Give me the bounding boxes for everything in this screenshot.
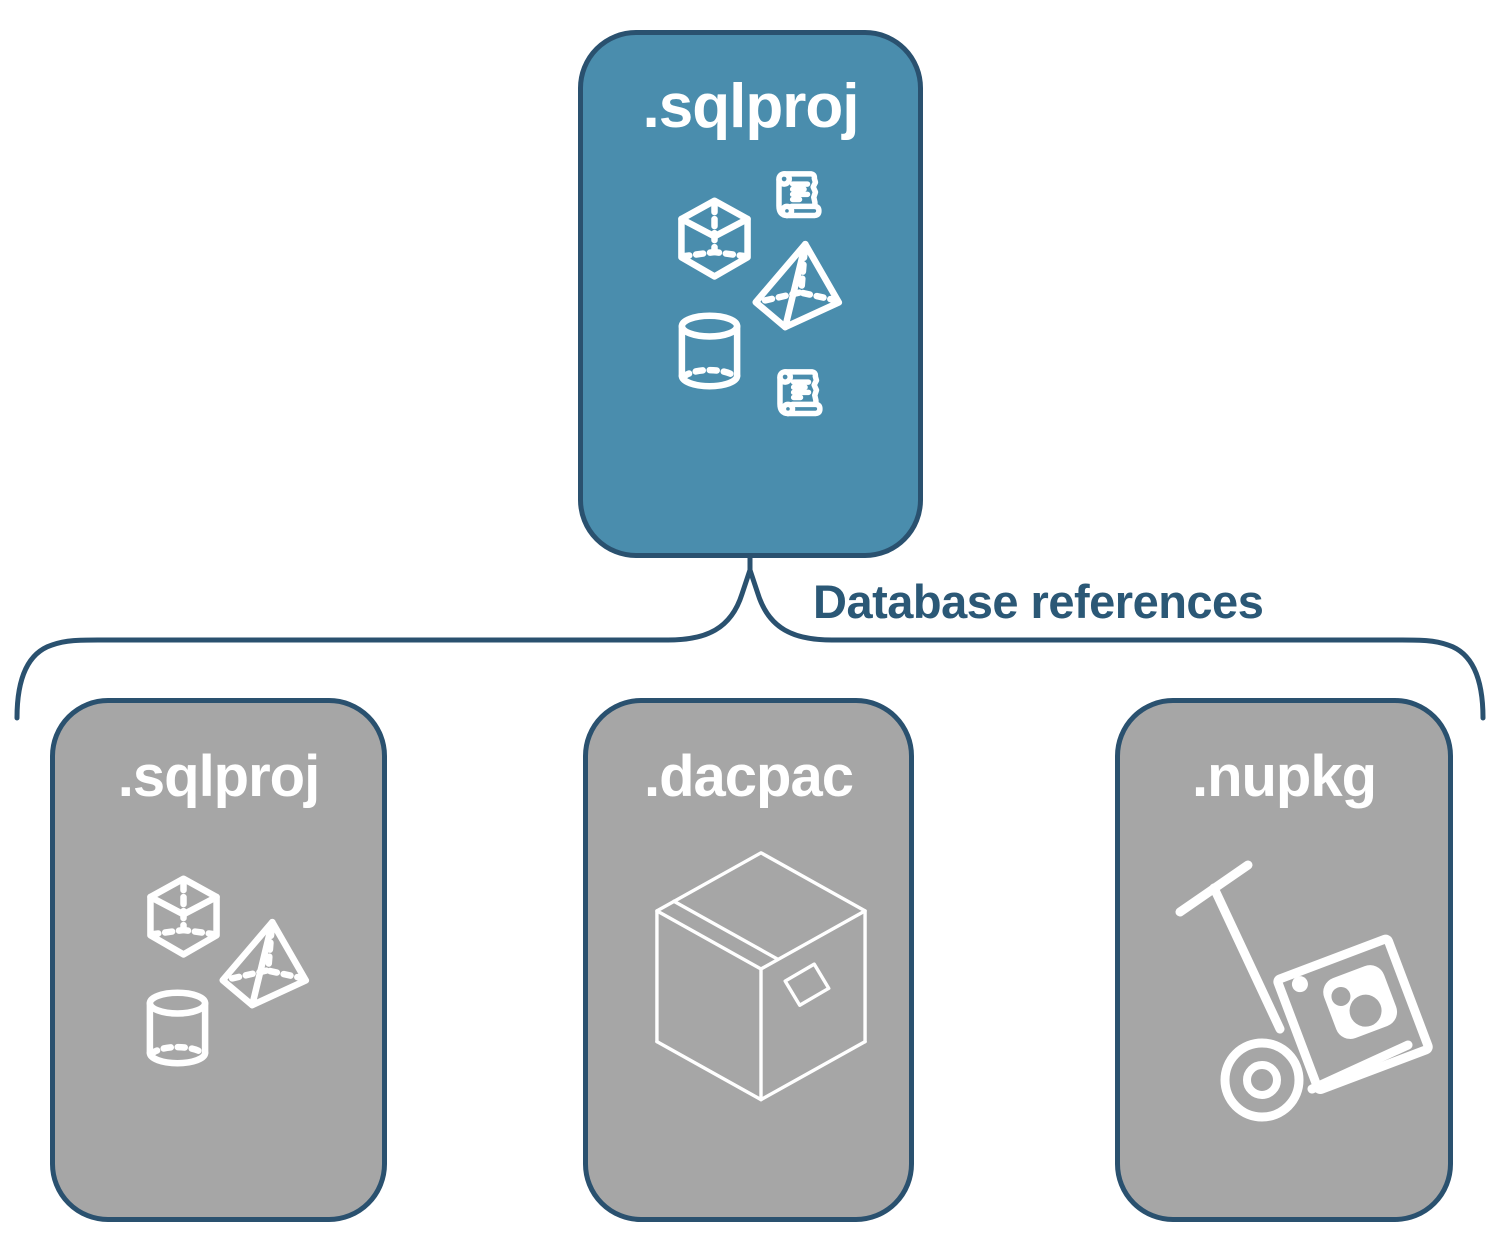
cylinder-icon [143, 988, 212, 1068]
base-plate-icon [1312, 1045, 1408, 1089]
wheel-icon [1225, 1043, 1299, 1117]
nuget-logo-icon [1291, 965, 1398, 1039]
root-node-title: .sqlproj [642, 72, 860, 141]
child-node-card-nupkg: .nupkg [1115, 698, 1453, 1222]
cube-icon [671, 195, 758, 283]
child-node-title: .dacpac [644, 744, 854, 809]
cube-icon [140, 873, 227, 961]
package-label-icon [785, 964, 829, 1005]
pyramid-icon [748, 239, 850, 333]
hand-truck-icon [1160, 843, 1460, 1143]
frame-bar-icon [1214, 888, 1280, 1029]
child-node-card-dacpac: .dacpac [583, 698, 914, 1222]
package-box-icon [640, 843, 882, 1124]
scroll-icon [772, 365, 829, 422]
child-node-card-sqlproj: .sqlproj [50, 698, 387, 1222]
root-node-card: .sqlproj [578, 30, 923, 558]
wheel-hub-icon [1247, 1065, 1277, 1095]
cylinder-icon [675, 311, 744, 391]
nuget-package-icon [1277, 938, 1429, 1090]
child-node-title: .nupkg [1191, 744, 1377, 809]
child-node-title: .sqlproj [117, 744, 320, 809]
pyramid-icon [215, 917, 317, 1011]
connector-label: Database references [813, 575, 1264, 628]
scroll-icon [771, 167, 828, 224]
